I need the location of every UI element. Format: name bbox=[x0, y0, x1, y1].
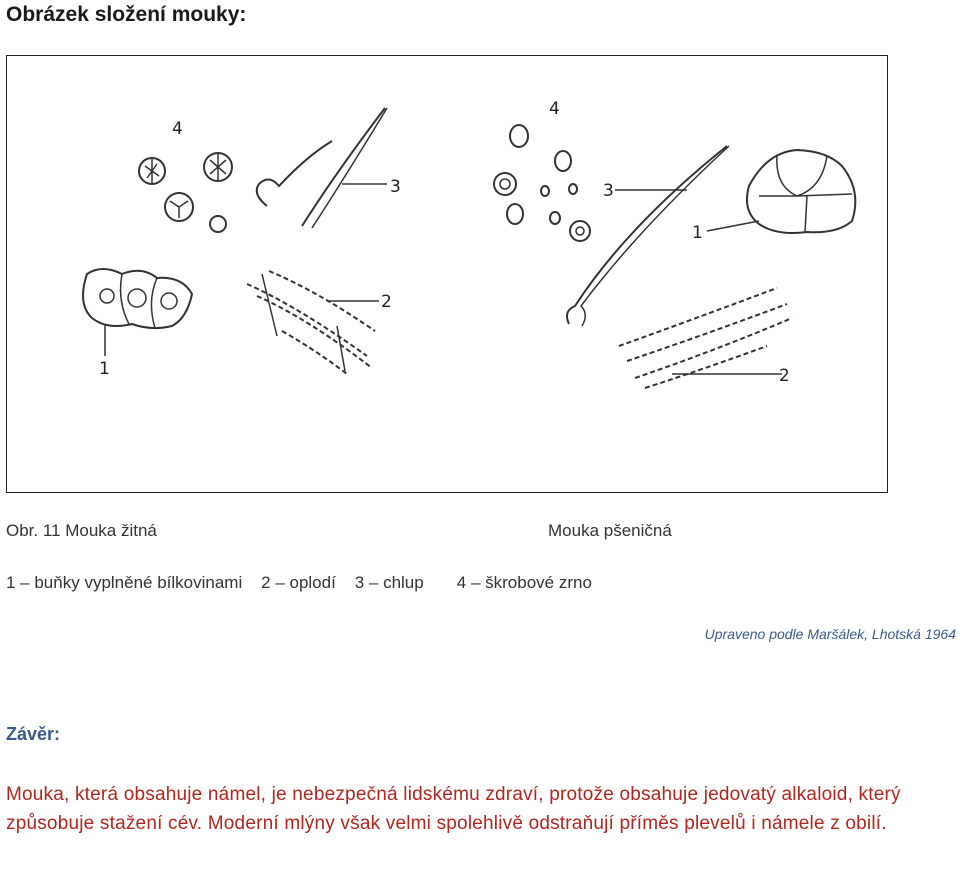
figure-legend: 1 – buňky vyplněné bílkovinami 2 – oplod… bbox=[6, 573, 592, 592]
flour-drawing: 4 3 1 2 4 3 1 2 bbox=[82, 99, 857, 389]
wheat-starch-grain bbox=[549, 211, 561, 225]
rye-hair-label: 3 bbox=[390, 177, 401, 197]
rye-pericarp bbox=[246, 270, 376, 375]
wheat-starch-grain bbox=[554, 150, 572, 172]
rye-hair bbox=[255, 140, 333, 207]
wheat-cells-label: 1 bbox=[692, 223, 703, 243]
wheat-starch-grain bbox=[568, 183, 578, 195]
wheat-hair bbox=[566, 145, 728, 325]
rye-starch-grain bbox=[209, 215, 227, 233]
wheat-protein-cells bbox=[746, 148, 857, 234]
wheat-starch-label: 4 bbox=[549, 99, 560, 119]
figure-credit: Upraveno podle Maršálek, Lhotská 1964 bbox=[704, 626, 956, 642]
conclusion-heading: Závěr: bbox=[6, 724, 61, 744]
rye-caption: Obr. 11 Mouka žitná bbox=[6, 521, 157, 540]
wheat-starch-grain bbox=[509, 124, 529, 148]
wheat-starch-grain bbox=[569, 220, 591, 242]
wheat-caption: Mouka pšeničná bbox=[548, 521, 672, 540]
wheat-pericarp bbox=[618, 287, 793, 389]
rye-cells-label: 1 bbox=[99, 359, 110, 379]
wheat-starch-grain bbox=[493, 172, 517, 196]
rye-pericarp-label: 2 bbox=[381, 292, 392, 312]
conclusion-text: Mouka, která obsahuje námel, je nebezpeč… bbox=[6, 784, 901, 834]
flour-micrograph-figure: 4 3 1 2 4 3 1 2 bbox=[6, 55, 888, 493]
wheat-starch-grain bbox=[540, 185, 550, 197]
rye-starch-label: 4 bbox=[172, 119, 183, 139]
wheat-hair-label: 3 bbox=[603, 181, 614, 201]
wheat-pericarp-label: 2 bbox=[779, 366, 790, 386]
wheat-starch-grain bbox=[506, 203, 524, 225]
page-title: Obrázek složení mouky: bbox=[6, 3, 247, 26]
rye-protein-cells bbox=[82, 268, 194, 330]
rye-starch-grain bbox=[164, 192, 194, 222]
